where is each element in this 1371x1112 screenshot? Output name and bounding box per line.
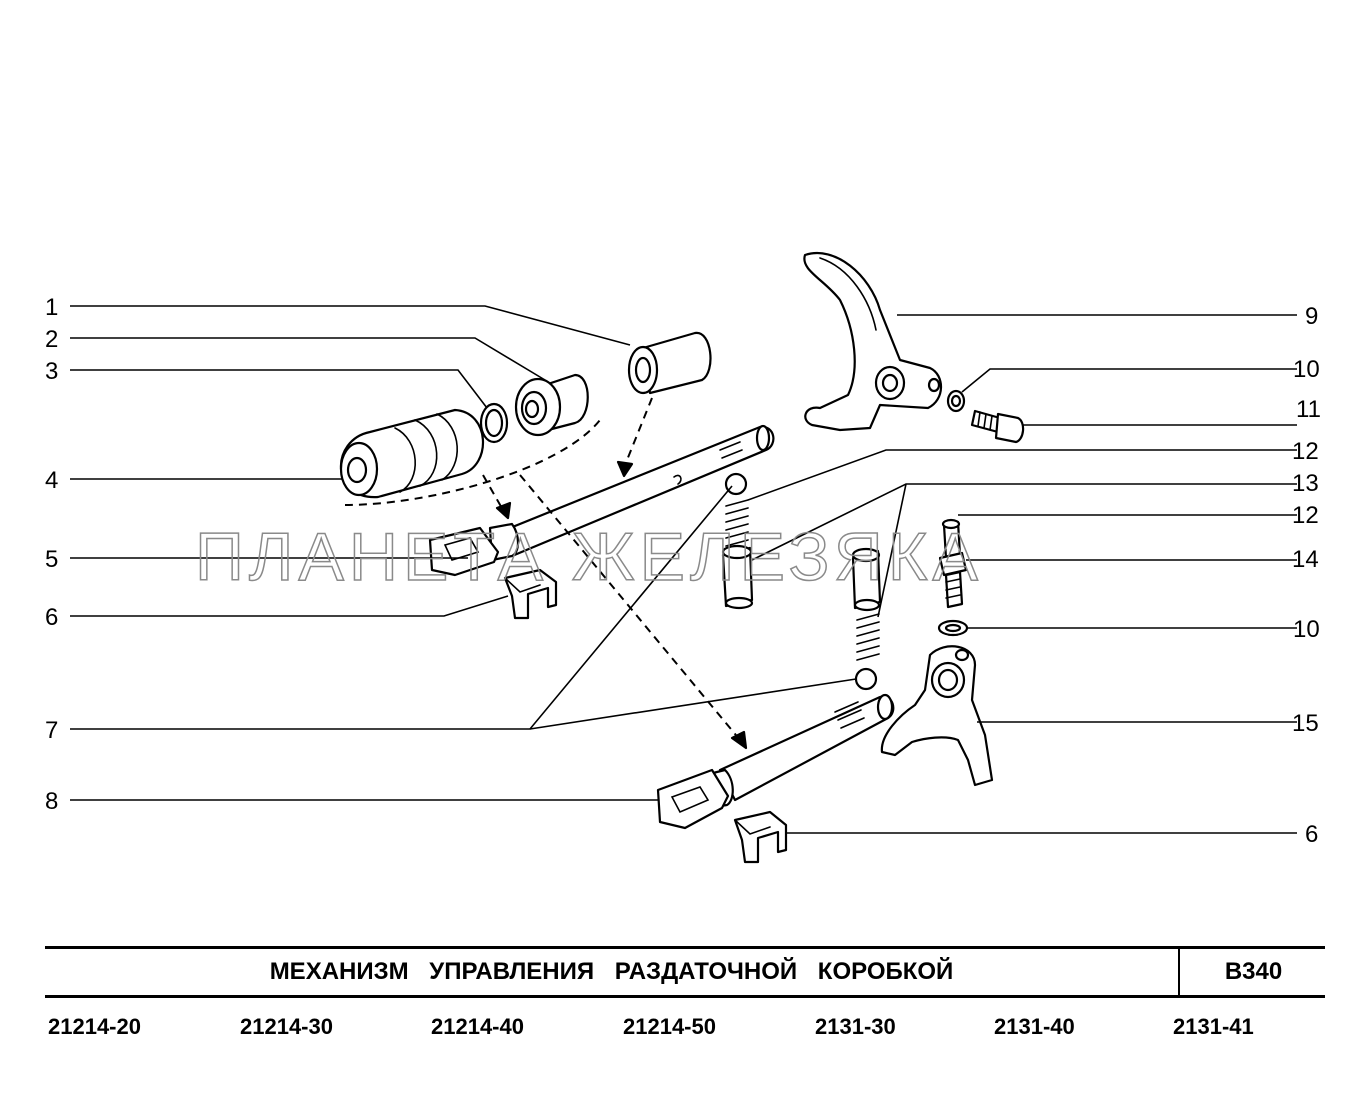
part-detent-stack-right [851, 547, 882, 691]
callout-2: 2 [45, 326, 58, 353]
part-shift-fork-lower [880, 645, 994, 787]
diagram-title: МЕХАНИЗМ УПРАВЛЕНИЯ РАЗДАТОЧНОЙ КОРОБКОЙ [269, 958, 954, 985]
model-list: 21214-20 21214-30 21214-40 21214-50 2131… [45, 1014, 1325, 1046]
part-clip-upper [503, 568, 558, 620]
model-item: 21214-50 [623, 1014, 716, 1039]
callout-14: 14 [1292, 546, 1319, 573]
part-bellows-boot [339, 408, 485, 499]
model-item: 2131-41 [1173, 1014, 1254, 1039]
part-detent-stack-left [721, 472, 754, 610]
callout-1: 1 [45, 294, 58, 321]
part-clip-lower [733, 810, 788, 864]
callout-10-lower: 10 [1293, 616, 1320, 643]
callout-5: 5 [45, 546, 58, 573]
callout-12-upper: 12 [1292, 438, 1319, 465]
model-item: 21214-40 [431, 1014, 524, 1039]
part-shift-rod-upper [428, 424, 775, 577]
callout-3: 3 [45, 358, 58, 385]
leader-lines [70, 305, 1297, 834]
part-flanged-sleeve [514, 373, 589, 437]
callout-10-upper: 10 [1293, 356, 1320, 383]
callout-7: 7 [45, 717, 58, 744]
callout-12-lower: 12 [1292, 502, 1319, 529]
callout-11: 11 [1296, 396, 1321, 423]
watermark: ПЛАНЕТА ЖЕЛЕЗЯКА [195, 519, 983, 595]
title-block: МЕХАНИЗМ УПРАВЛЕНИЯ РАЗДАТОЧНОЙ КОРОБКОЙ… [45, 946, 1325, 998]
part-stud [938, 518, 968, 609]
part-o-ring [479, 402, 509, 444]
model-item: 2131-40 [994, 1014, 1075, 1039]
diagram-code: B340 [1178, 949, 1327, 995]
model-item: 2131-30 [815, 1014, 896, 1039]
callout-8: 8 [45, 788, 58, 815]
model-item: 21214-30 [240, 1014, 333, 1039]
callout-13: 13 [1292, 470, 1319, 497]
callout-6-lower: 6 [1305, 821, 1318, 848]
part-shift-fork-upper [803, 252, 943, 432]
callout-15: 15 [1292, 710, 1319, 737]
callout-numbers: 1 2 3 4 5 6 7 8 9 10 11 12 13 12 14 10 1… [45, 294, 1321, 848]
part-bolt [970, 409, 1025, 444]
part-washer-lower [937, 619, 969, 637]
callout-9: 9 [1305, 303, 1318, 330]
callout-4: 4 [45, 467, 58, 494]
part-bushing [627, 331, 712, 395]
callout-6: 6 [45, 604, 58, 631]
model-item: 21214-20 [48, 1014, 141, 1039]
part-shift-rod-lower [656, 693, 895, 830]
part-washer-upper [946, 389, 966, 413]
